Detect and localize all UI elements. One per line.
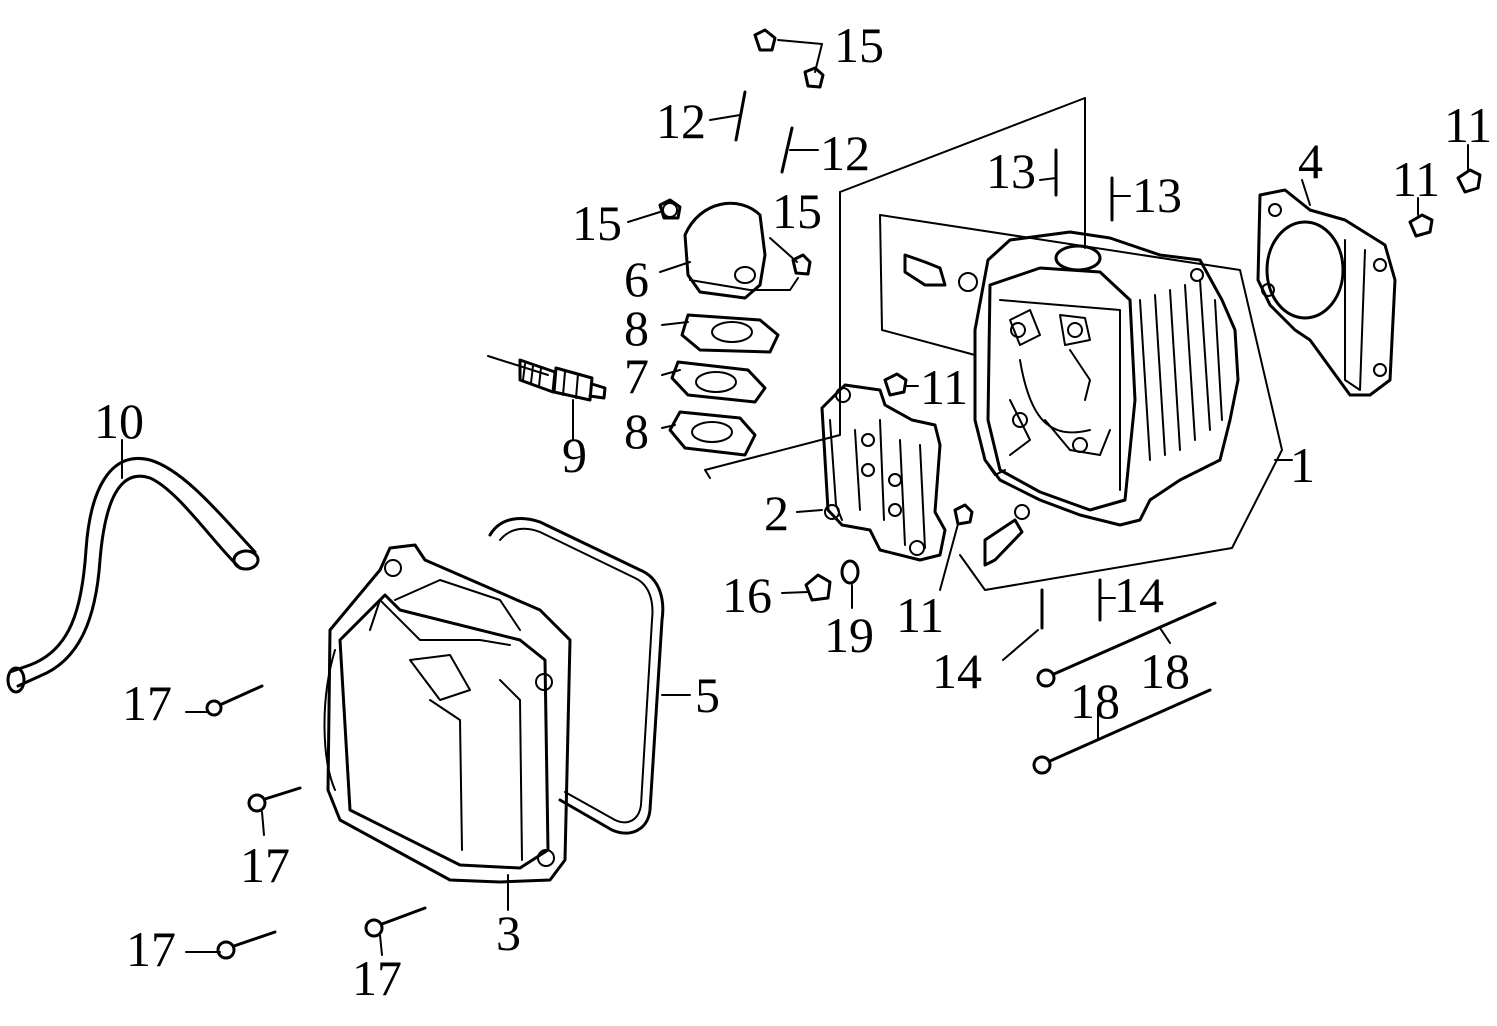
part-11-fittings — [883, 168, 1482, 567]
bolts-14 — [1040, 578, 1102, 630]
stud-bolts-13 — [1054, 148, 1114, 222]
callout-15-top: 15 — [834, 17, 884, 73]
callout-17-a: 17 — [122, 675, 172, 731]
cylinder-head-gasket — [1256, 188, 1397, 397]
long-bolts-18 — [1032, 601, 1217, 775]
part-16-nut — [804, 573, 832, 602]
callout-3: 3 — [496, 905, 521, 961]
callout-11-center: 11 — [920, 359, 968, 415]
cylinder-head-cover — [323, 543, 572, 884]
bolts-17 — [205, 684, 427, 960]
callout-13-left: 13 — [986, 143, 1036, 199]
group-boundary-lines — [704, 97, 1283, 591]
callout-14-right: 14 — [1114, 567, 1164, 623]
callout-11-far-right: 11 — [1444, 97, 1492, 153]
callout-4: 4 — [1298, 133, 1323, 189]
callout-17-d: 17 — [352, 950, 402, 1006]
callout-8-upper: 8 — [624, 300, 649, 356]
callout-15-right: 15 — [772, 183, 822, 239]
intake-gasket-lower — [668, 410, 757, 457]
intake-gasket-upper — [680, 313, 780, 354]
nuts-15 — [658, 28, 825, 276]
callout-18-right: 18 — [1140, 643, 1190, 699]
callout-15-left: 15 — [572, 195, 622, 251]
callout-6: 6 — [624, 251, 649, 307]
cylinder-head — [973, 230, 1240, 527]
callout-19: 19 — [824, 607, 874, 663]
callout-17-b: 17 — [240, 837, 290, 893]
callout-12-upper: 12 — [656, 93, 706, 149]
leader-lines — [121, 39, 1469, 956]
intake-spacer — [670, 360, 767, 404]
dowel-pins-12 — [734, 90, 794, 174]
cover-gasket — [488, 517, 665, 835]
callout-13-right: 13 — [1132, 167, 1182, 223]
callout-1: 1 — [1290, 437, 1315, 493]
callout-labels: 1 2 3 4 5 6 7 8 8 9 10 11 11 11 11 12 12… — [94, 17, 1492, 1006]
callout-14-left: 14 — [932, 643, 982, 699]
part-19-washer — [840, 559, 860, 585]
callout-18-left: 18 — [1070, 673, 1120, 729]
callout-10: 10 — [94, 393, 144, 449]
callout-11-right: 11 — [1392, 151, 1440, 207]
callout-9: 9 — [562, 427, 587, 483]
spark-plug — [487, 355, 607, 402]
callout-2: 2 — [764, 485, 789, 541]
callout-5: 5 — [695, 667, 720, 723]
callout-12-lower: 12 — [820, 125, 870, 181]
callout-16: 16 — [722, 567, 772, 623]
callout-8-lower: 8 — [624, 403, 649, 459]
callout-11-lower: 11 — [896, 587, 944, 643]
breather-hose — [6, 457, 260, 694]
rocker-arm-holder — [820, 383, 947, 562]
callout-7: 7 — [624, 348, 649, 404]
callout-17-c: 17 — [126, 921, 176, 977]
